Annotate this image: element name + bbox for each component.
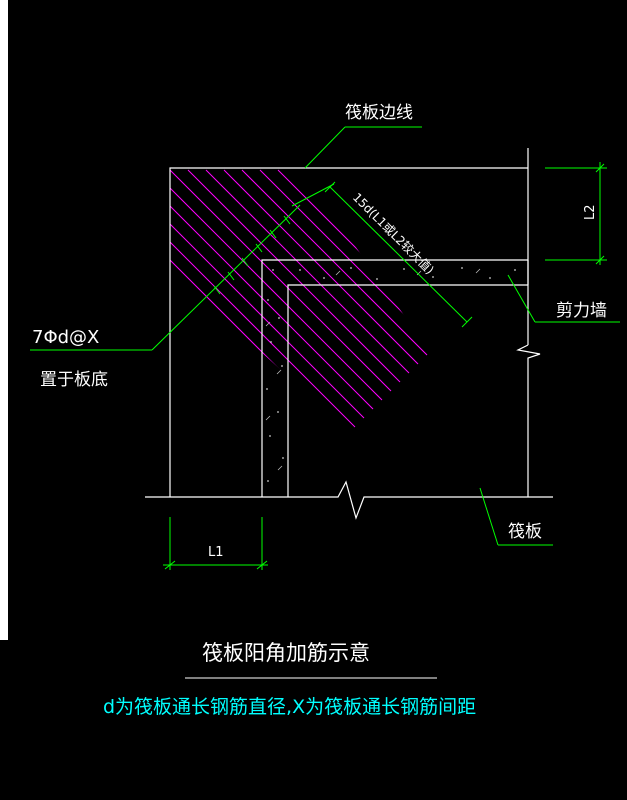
raft-edge-leader	[304, 126, 422, 169]
l2-label: L2	[583, 204, 598, 220]
rebar-spec-label: 7Φd@X	[32, 327, 99, 348]
anchor-length-dimension	[291, 181, 473, 328]
concrete-hatch-ticks	[265, 268, 481, 471]
shear-wall-label: 剪力墙	[556, 301, 607, 321]
raft-edge-label: 筏板边线	[345, 103, 413, 123]
shear-wall-leader	[507, 274, 620, 323]
rebar-placement-label: 置于板底	[40, 370, 108, 390]
raft-leader	[479, 487, 553, 546]
l1-dimension	[163, 517, 268, 570]
raft-label: 筏板	[508, 522, 542, 542]
caption-title: 筏板阳角加筋示意	[202, 641, 370, 665]
l2-dimension	[545, 162, 607, 265]
rebar-leader	[30, 204, 301, 351]
caption-note: d为筏板通长钢筋直径,X为筏板通长钢筋间距	[103, 696, 476, 718]
corner-rebar-hatch	[170, 169, 430, 432]
raft-outline	[145, 148, 553, 520]
l1-label: L1	[208, 545, 224, 560]
concrete-hatch-dots	[266, 267, 516, 482]
shear-wall-section	[261, 259, 529, 497]
window-edge-strip	[0, 0, 8, 640]
anchor-length-label: 15d(L1或L2较大值)	[350, 190, 438, 278]
